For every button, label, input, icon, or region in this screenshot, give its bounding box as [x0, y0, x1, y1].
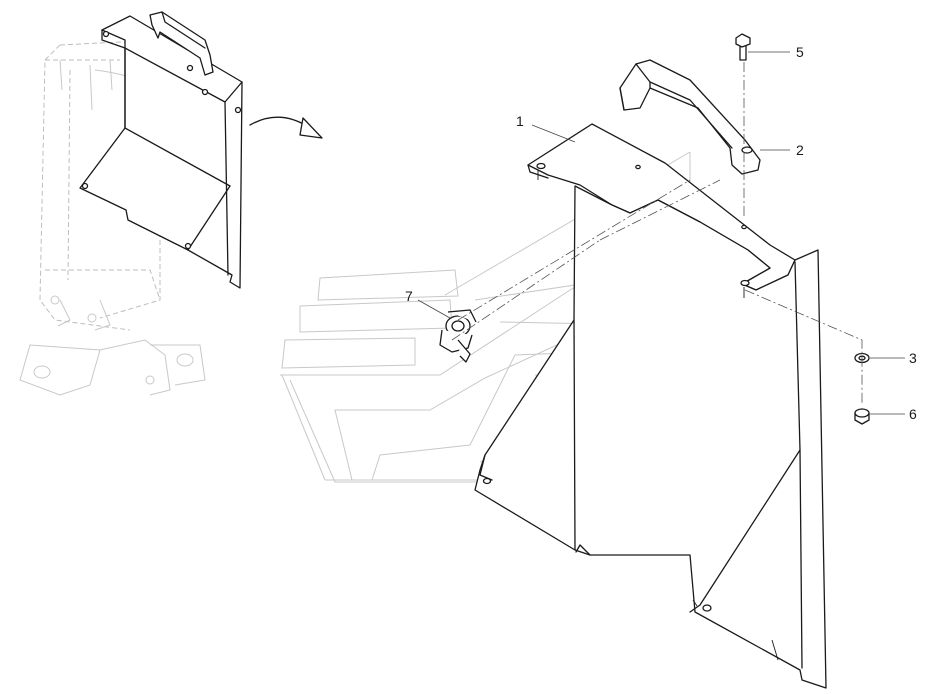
- part-1-cover: [474, 123, 827, 689]
- part-6-nut: [854, 408, 870, 425]
- part-5-screw: [735, 33, 751, 61]
- callout-7: 7: [405, 288, 413, 304]
- leader-lines: [417, 51, 905, 415]
- callout-6: 6: [909, 406, 917, 422]
- direction-arrow: [249, 116, 323, 139]
- part-2-handle: [619, 59, 761, 175]
- callout-1: 1: [516, 113, 524, 129]
- assembly-lines: [451, 62, 863, 405]
- callout-labels: 1 2 3 5 6 7: [405, 44, 917, 422]
- callout-2: 2: [796, 142, 804, 158]
- callout-3: 3: [909, 350, 917, 366]
- callout-5: 5: [796, 44, 804, 60]
- overview-assembly: [19, 11, 243, 396]
